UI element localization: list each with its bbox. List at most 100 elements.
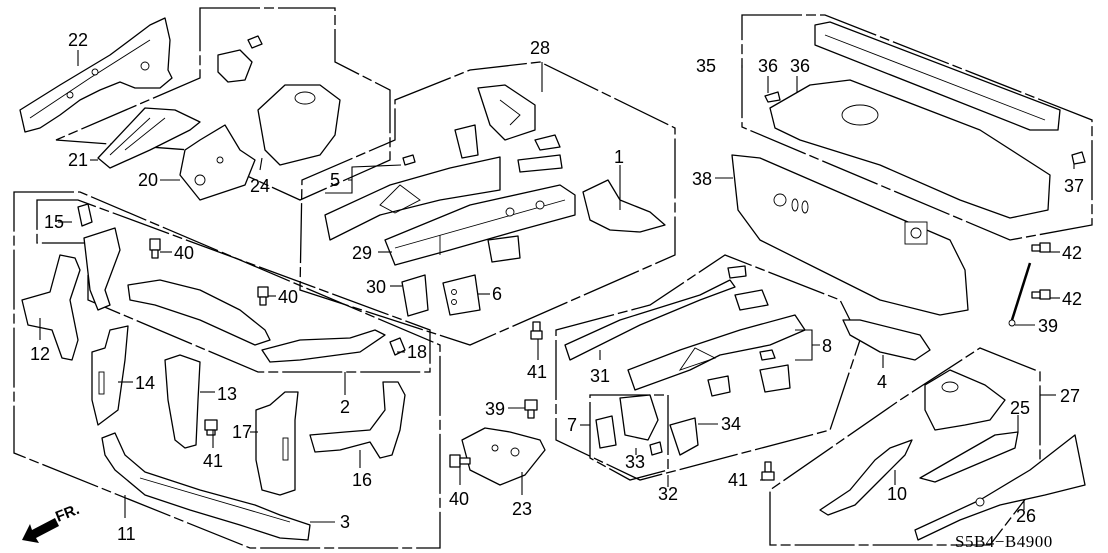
part-34-cowl: [764, 21, 1086, 219]
group-boundary-7: [589, 394, 669, 481]
part-22-battery-tray: [461, 427, 546, 486]
bolt-40c: [204, 419, 218, 436]
callout-40c: 41: [203, 451, 223, 471]
callout-32: 33: [625, 452, 645, 472]
part-5-frame: [324, 154, 501, 241]
callout-28: 29: [352, 243, 372, 263]
part-13-support-side: [164, 354, 201, 449]
callout-38: 39: [1038, 316, 1058, 336]
part-14-side-bulkhead: [91, 325, 129, 426]
callout-labels: 22 21 20 24 28 1 5 29 30 6 35 36 36 37 3…: [30, 30, 1084, 544]
bolt-42a: [1031, 242, 1051, 253]
callout-33: 34: [721, 414, 741, 434]
callout-40a: 40: [174, 243, 194, 263]
callout-34: 35: [696, 56, 716, 76]
part-12-bracket: [21, 254, 81, 361]
part-4-crossmember: [842, 319, 931, 361]
callout-12: 12: [30, 344, 50, 364]
part-8-frame: [627, 265, 806, 397]
callout-31: 31: [590, 366, 610, 386]
part-21-upper-frame: [19, 17, 173, 133]
callout-29: 30: [366, 277, 386, 297]
callout-20: 21: [68, 150, 88, 170]
callout-24: 25: [1010, 398, 1030, 418]
callout-6: 6: [492, 284, 502, 304]
part-6-bracket: [442, 274, 481, 316]
callout-5: 5: [330, 170, 340, 190]
part-26-strut-tower: [924, 369, 1006, 431]
bolt-39b: [449, 454, 471, 468]
diagram-code: S5B4−B4900: [955, 532, 1053, 551]
callout-23: 24: [250, 176, 270, 196]
group-boundary-26: [769, 347, 1041, 546]
group-boundary-2-outer: [13, 191, 441, 549]
callout-35: 36: [790, 56, 810, 76]
callout-40b: 40: [278, 287, 298, 307]
callout-4: 4: [877, 372, 887, 392]
part-upper-bracket-left: [83, 227, 121, 311]
callout-26: 27: [1060, 386, 1080, 406]
leader-lines: [39, 50, 1075, 523]
group-boundary-34: [741, 14, 1093, 241]
callout-14: 14: [135, 373, 155, 393]
part-15-bracket: [77, 203, 93, 227]
bolt-41b: [761, 461, 775, 481]
callout-41b: 41: [728, 470, 748, 490]
part-27-bracket: [454, 84, 563, 173]
callout-39a: 39: [485, 399, 505, 419]
part-31-frame-rail: [564, 279, 736, 361]
part-19-wheelhouse: [179, 124, 256, 201]
group-boundary-23: [55, 7, 391, 201]
callout-39b: 40: [449, 489, 469, 509]
callout-21: 22: [68, 30, 88, 50]
callout-10: 10: [887, 484, 907, 504]
callout-36a: 36: [758, 56, 778, 76]
part-29-bracket: [401, 274, 429, 317]
callout-11: 11: [117, 524, 136, 544]
callout-22: 23: [512, 499, 532, 519]
callout-18: 18: [407, 342, 427, 362]
callout-7: 7: [567, 415, 577, 435]
part-24-stiffener: [919, 431, 1019, 483]
callout-27: 28: [530, 38, 550, 58]
part-33-bracket: [669, 417, 699, 456]
callout-17: 17: [232, 422, 252, 442]
bolt-42b: [1031, 289, 1051, 300]
callout-42b: 42: [1062, 289, 1082, 309]
callout-3: 3: [340, 512, 350, 532]
part-38-hood-stay: [1008, 262, 1032, 327]
part-16-bracket: [309, 381, 406, 459]
part-37-dashboard: [731, 154, 969, 316]
front-direction-indicator: FR.: [22, 501, 82, 543]
callout-15: 15: [44, 212, 64, 232]
part-1-frame-extension: [582, 179, 666, 233]
callout-30: 32: [658, 484, 678, 504]
callout-36b: 37: [1064, 176, 1084, 196]
group-boundary-27: [299, 61, 676, 346]
part-25-upper-frame: [914, 434, 1086, 541]
bolt-40a: [149, 238, 161, 259]
front-label: FR.: [53, 501, 82, 526]
part-2-upper-support: [127, 279, 406, 363]
part-28-frame-rail: [384, 184, 576, 266]
part-10-wheelhouse-stiffener: [819, 439, 913, 516]
part-20-stiffener: [97, 107, 201, 169]
bolt-41a: [530, 321, 543, 340]
bolt-40b: [257, 286, 269, 306]
callout-16: 16: [352, 470, 372, 490]
part-strut-tower-left: [217, 35, 341, 166]
arrow-down-left-icon: [22, 518, 59, 543]
callout-37: 38: [692, 169, 712, 189]
callout-2: 2: [340, 397, 350, 417]
part-17-side-bulkhead: [255, 391, 299, 496]
part-frame-bracket-small: [487, 235, 521, 263]
part-7-bracket: [595, 415, 617, 449]
part-32-bracket: [619, 394, 663, 456]
callout-13: 13: [217, 384, 237, 404]
part-11-lower-support: [101, 432, 311, 541]
group-boundary-2-inner: [36, 199, 431, 373]
callout-19: 20: [138, 170, 158, 190]
callout-8: 8: [822, 336, 832, 356]
callout-1: 1: [614, 147, 624, 167]
